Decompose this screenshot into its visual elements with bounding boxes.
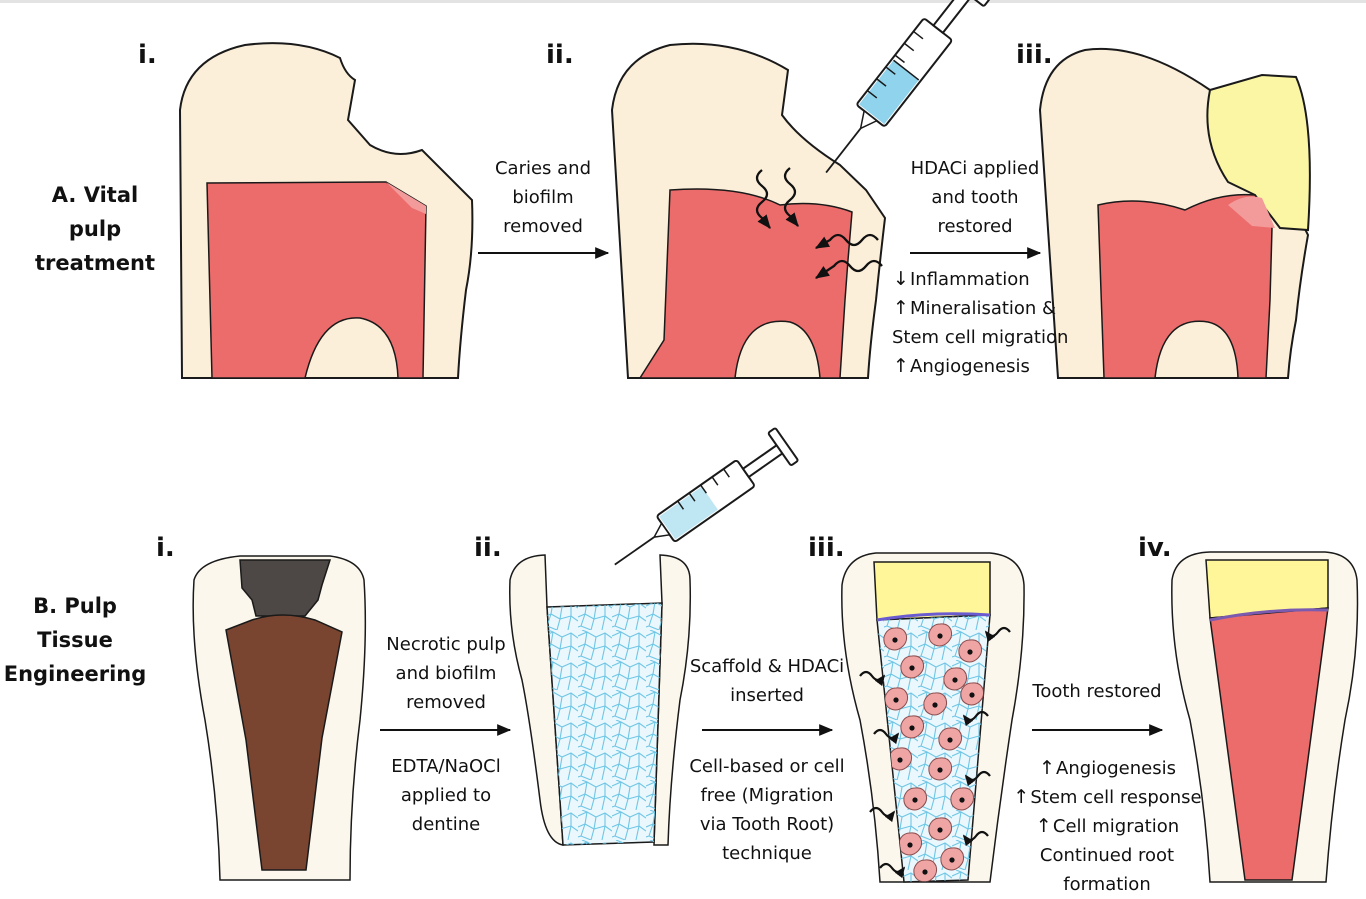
step-b2-line: technique (722, 843, 812, 864)
panel-a-title-line1: A. Vital pulp (51, 183, 139, 241)
cell-nucleus (909, 665, 915, 671)
effect-b-row: ↑Angiogenesis (1012, 754, 1202, 783)
syringe-icon-b (614, 427, 799, 566)
effect-a-row: ↑Angiogenesis (892, 352, 1068, 381)
effect-text: formation (1063, 874, 1151, 895)
effect-text: Inflammation (910, 269, 1030, 290)
numeral-b-iii: iii. (808, 533, 845, 563)
effect-a-row: Stem cell migration (892, 323, 1068, 352)
step-b2-top: Scaffold & HDACi inserted (682, 652, 852, 710)
effect-text: Angiogenesis (910, 356, 1030, 377)
cell-nucleus (932, 702, 938, 708)
panel-b-title-line1: B. Pulp Tissue (33, 594, 117, 652)
step-b1-line: applied to (400, 785, 492, 806)
effect-text: Continued root (1039, 845, 1175, 866)
step-a2-label: HDACi applied and tooth restored (880, 154, 1070, 241)
step-b1-bottom: EDTA/NaOCl applied to dentine (366, 752, 526, 839)
step-b2-line: free (Migration (700, 785, 834, 806)
syringe-icon (825, 0, 991, 174)
step-a1-line: Caries and (494, 158, 592, 179)
cell-nucleus (937, 633, 943, 639)
cell-nucleus (947, 737, 953, 743)
panel-a-title-line2: treatment (35, 251, 155, 275)
step-a2-line: HDACi applied (910, 158, 1040, 179)
step-a1-line: biofilm (512, 187, 574, 208)
effect-b-row: ↑Cell migration (1012, 812, 1202, 841)
arrow-up-icon: ↑ (893, 297, 909, 319)
stem-cells (883, 623, 985, 882)
arrow-up-icon: ↑ (1035, 815, 1052, 837)
arrow-down-icon: ↓ (893, 268, 909, 290)
step-b1-line: EDTA/NaOCl (391, 756, 501, 777)
effect-a-row: ↓Inflammation (892, 265, 1068, 294)
effect-text: Angiogenesis (1056, 758, 1176, 779)
arrow-up-icon: ↑ (1013, 786, 1030, 808)
wavy-arrows-b (859, 626, 1011, 879)
effect-text: Cell migration (1052, 816, 1180, 837)
top-border (0, 0, 1366, 3)
panel-a-title: A. Vital pulp treatment (30, 178, 160, 280)
step-b1-line: and biofilm (395, 663, 497, 684)
cell-nucleus (949, 857, 955, 863)
numeral-a-ii: ii. (546, 40, 574, 70)
step-b2-line: Cell-based or cell (689, 756, 845, 777)
effect-a-row: ↑Mineralisation & (892, 294, 1068, 323)
arrow-up-icon: ↑ (893, 355, 909, 377)
step-b2-line: via Tooth Root) (699, 814, 835, 835)
effect-b-row: formation (1012, 870, 1202, 899)
wavy-arrows-a (755, 167, 883, 279)
step-b1-top: Necrotic pulp and biofilm removed (366, 630, 526, 717)
tooth-a-i (178, 42, 474, 379)
step-b1-line: removed (406, 692, 486, 713)
tooth-b-iii (841, 552, 1025, 883)
step-b3-line: Tooth restored (1032, 681, 1162, 702)
numeral-a-i: i. (138, 40, 157, 70)
effect-text: Stem cell response (1030, 787, 1202, 808)
panel-b-title-line2: Engineering (3, 662, 147, 686)
step-b2-line: inserted (730, 685, 804, 706)
effect-text: Mineralisation & (910, 298, 1057, 319)
cell-nucleus (952, 677, 958, 683)
cell-nucleus (909, 725, 915, 731)
tooth-a-ii (610, 42, 887, 379)
cell-nucleus (959, 797, 965, 803)
step-b1-line: Necrotic pulp (386, 634, 506, 655)
step-b3-top: Tooth restored (1012, 677, 1182, 706)
numeral-a-iii: iii. (1016, 40, 1053, 70)
step-a2-line: and tooth (931, 187, 1019, 208)
step-b2-line: Scaffold & HDACi (689, 656, 845, 677)
cell-nucleus (893, 697, 899, 703)
panel-b-title: B. Pulp Tissue Engineering (0, 589, 150, 691)
cell-nucleus (907, 842, 913, 848)
numeral-b-iv: iv. (1138, 533, 1172, 563)
step-a2-line: restored (937, 216, 1013, 237)
effects-a: ↓Inflammation ↑Mineralisation & Stem cel… (892, 265, 1068, 381)
step-b2-bottom: Cell-based or cell free (Migration via T… (677, 752, 857, 868)
cell-nucleus (897, 757, 903, 763)
cell-nucleus (937, 767, 943, 773)
effect-b-row: Continued root (1012, 841, 1202, 870)
tooth-a-iii (1038, 47, 1311, 379)
numeral-b-ii: ii. (474, 533, 502, 563)
cell-nucleus (912, 797, 918, 803)
tooth-b-i (192, 555, 367, 881)
tooth-b-iv (1171, 551, 1359, 883)
step-a1-line: removed (503, 216, 583, 237)
cell-nucleus (892, 637, 898, 643)
cell-nucleus (937, 827, 943, 833)
cell-nucleus (969, 692, 975, 698)
effects-b: ↑Angiogenesis ↑Stem cell response ↑Cell … (1012, 754, 1202, 899)
effect-b-row: ↑Stem cell response (1012, 783, 1202, 812)
cell-nucleus (967, 649, 973, 655)
tooth-b-ii (509, 554, 692, 846)
cell-nucleus (922, 869, 928, 875)
effect-text: Stem cell migration (892, 327, 1069, 348)
step-b1-line: dentine (411, 814, 481, 835)
arrow-up-icon: ↑ (1039, 757, 1055, 779)
numeral-b-i: i. (156, 533, 175, 563)
step-a1-label: Caries and biofilm removed (478, 154, 608, 241)
